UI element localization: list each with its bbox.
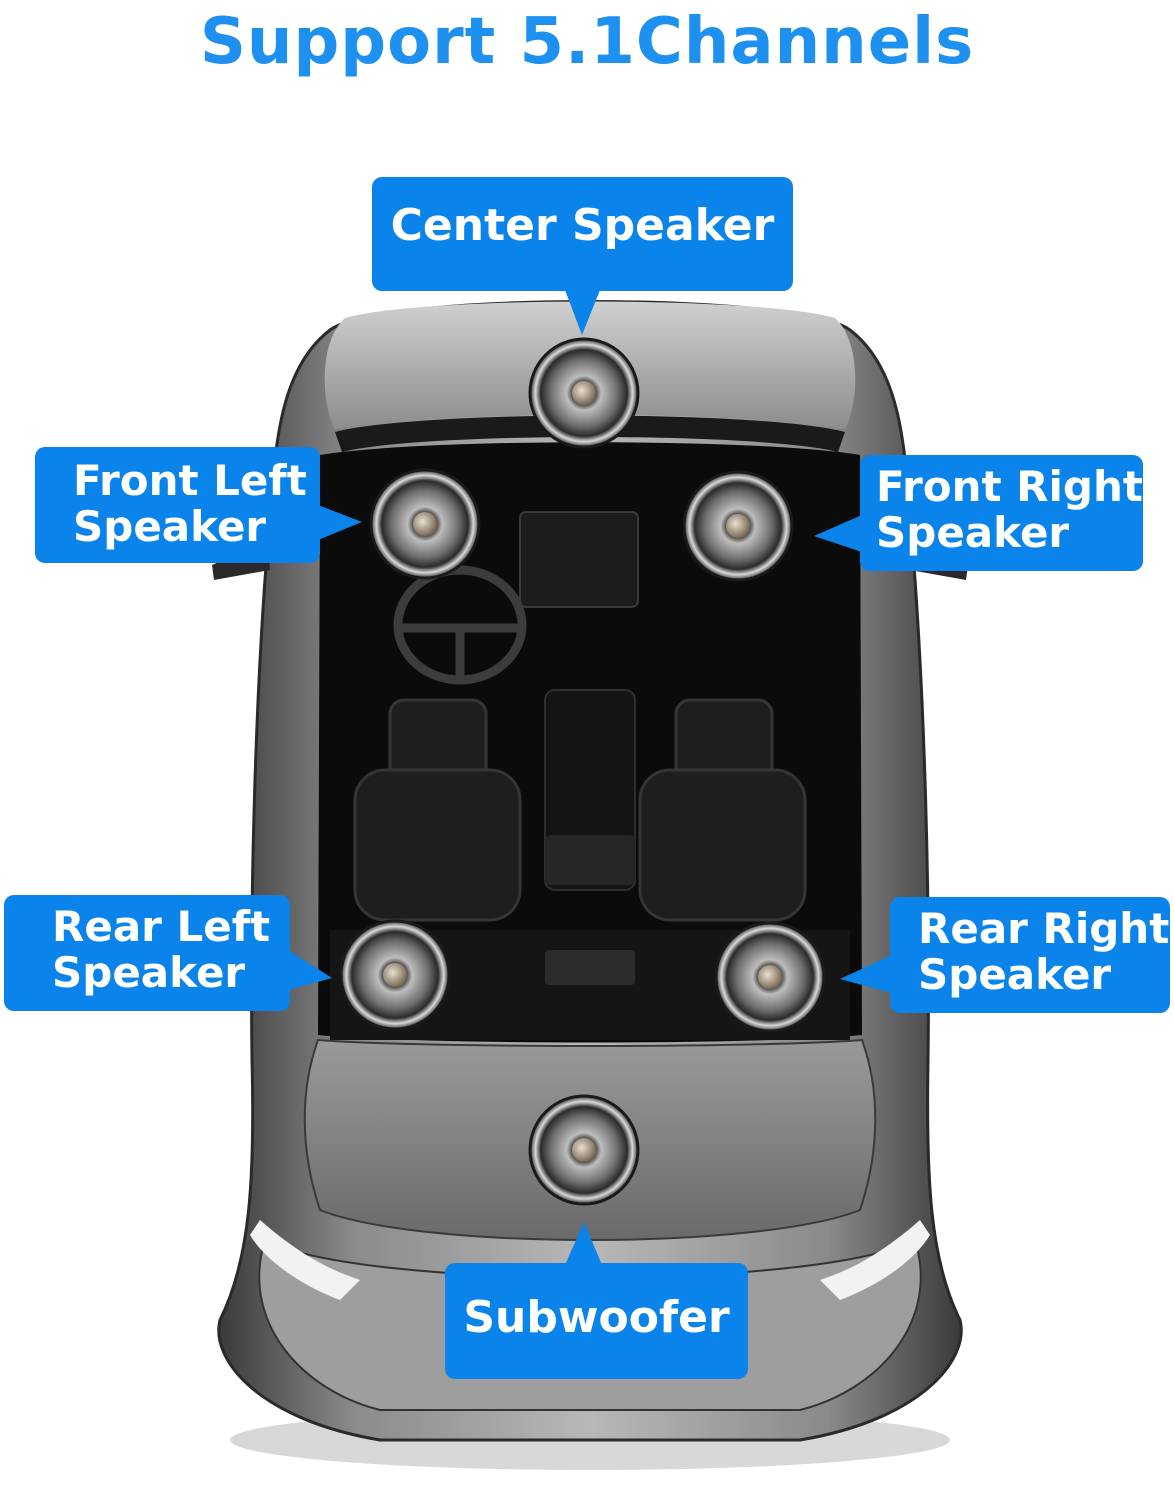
rear-left-speaker-label: Rear Left Speaker xyxy=(52,902,271,997)
rear-left-callout-tail xyxy=(288,950,332,990)
front-right-speaker-label: Front Right Speaker xyxy=(876,462,1143,557)
rear-bumper-highlight xyxy=(250,1220,360,1300)
front-right-callout-tail xyxy=(814,515,862,552)
center-speaker-label: Center Speaker xyxy=(390,200,775,251)
page-title: Support 5.1Channels xyxy=(199,5,975,79)
rear-right-speaker-icon xyxy=(714,921,826,1033)
rear-right-speaker-callout: Rear Right Speaker xyxy=(890,897,1170,1013)
front-right-speaker-callout: Front Right Speaker xyxy=(860,455,1143,571)
rear-bumper-highlight-right xyxy=(820,1220,930,1300)
rear-left-speaker-icon xyxy=(339,919,451,1031)
front-left-speaker-icon xyxy=(369,468,481,580)
center-callout-tail xyxy=(565,290,600,335)
front-right-speaker-icon xyxy=(682,470,794,582)
center-speaker-callout: Center Speaker xyxy=(372,177,793,291)
subwoofer-icon xyxy=(528,1094,640,1206)
front-left-speaker-label: Front Left Speaker xyxy=(73,456,307,551)
rear-right-callout-tail xyxy=(840,955,892,993)
front-left-callout-tail xyxy=(318,505,362,540)
rear-armrest xyxy=(545,950,635,985)
center-speaker-icon xyxy=(528,337,640,449)
dashboard-screen xyxy=(519,511,639,608)
subwoofer-label: Subwoofer xyxy=(463,1292,730,1343)
steering-wheel xyxy=(393,565,527,685)
rear-right-speaker-label: Rear Right Speaker xyxy=(918,904,1170,999)
front-left-speaker-callout: Front Left Speaker xyxy=(35,447,320,563)
front-seats xyxy=(353,698,807,922)
subwoofer-callout-tail xyxy=(565,1222,602,1265)
console-box xyxy=(545,835,635,885)
subwoofer-callout: Subwoofer xyxy=(445,1263,748,1379)
rear-left-speaker-callout: Rear Left Speaker xyxy=(4,895,290,1011)
